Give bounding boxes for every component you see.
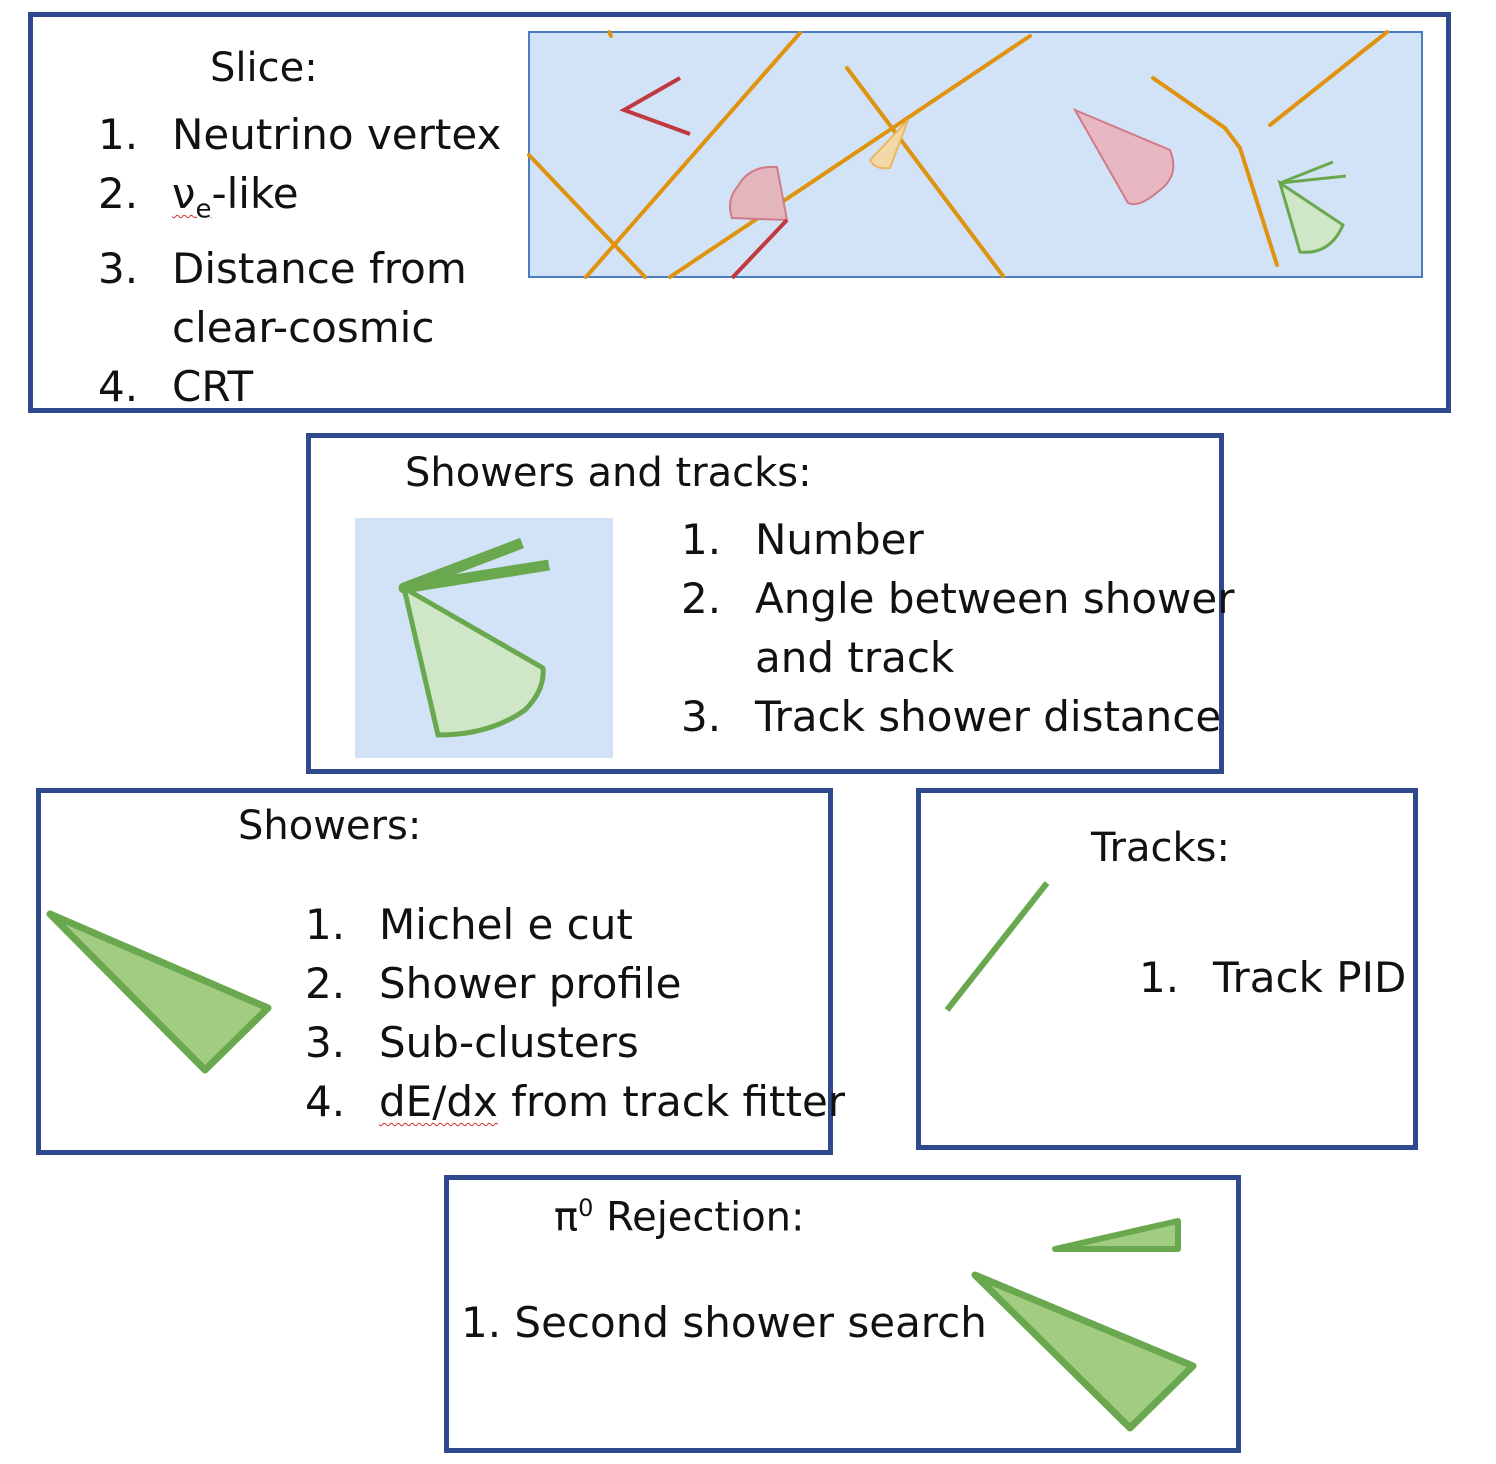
item-text: Shower profile [379,959,682,1008]
list-item: 2. Angle between shower and track [681,569,1235,687]
shower-triangle [46,910,272,1074]
item-number: 4. [305,1077,346,1126]
list-item: 3. Distance from clear-cosmic [98,239,501,357]
cosmic-track [584,31,802,279]
item-number: 1. [681,515,722,564]
item-text: Number [755,515,924,564]
list-item: 1. Michel e cut [305,895,845,954]
track-line [944,881,1050,1012]
slice-criteria-list: 1. Neutrino vertex 2. νe-like 3. Distanc… [98,105,501,416]
showers-tracks-list: 1. Number 2. Angle between shower and tr… [681,510,1235,746]
item-text: Sub-clusters [379,1018,639,1067]
cosmic-track [1268,30,1389,127]
item-text-continued: and track [755,633,955,682]
item-text: Distance from [172,244,467,294]
showers-tracks-title: Showers and tracks: [405,450,812,496]
list-item: 1. Number [681,510,1235,569]
list-item: 2. Shower profile [305,954,845,1013]
tracks-box: Tracks: 1. Track PID [916,788,1418,1150]
pi-symbol: π [554,1194,579,1241]
item-number: 1. [305,900,346,949]
list-item: 4. dE/dx from track fitter [305,1072,845,1131]
cosmic-track [527,153,647,279]
item-text: Track PID [1213,953,1407,1002]
pi0-item: 1. Second shower search [461,1298,987,1347]
tracks-title: Tracks: [1091,825,1230,871]
photon-shower-small [1052,1218,1181,1252]
item-text-rest: from track fitter [497,1077,846,1126]
pi0-title: π0 Rejection: [554,1194,805,1240]
item-text: Track shower distance [755,692,1222,741]
nue-candidate [1277,160,1347,254]
item-text-continued: clear-cosmic [172,303,435,353]
showers-title: Showers: [238,803,422,849]
pi-superscript: 0 [578,1194,594,1222]
short-track [619,76,691,136]
item-text: Angle between shower [755,574,1235,623]
item-number: 1. [1139,953,1180,1002]
nu-symbol: νe [172,169,212,225]
item-text: Neutrino vertex [172,110,502,159]
pi0-title-text: Rejection: [593,1194,805,1241]
shower-cone [401,585,546,738]
item-text: -like [211,169,299,218]
item-number: 1. [98,110,139,159]
list-item: 3. Sub-clusters [305,1013,845,1072]
list-item: 1. Track PID [1139,948,1406,1007]
item-number: 2. [98,169,139,218]
list-item: 3. Track shower distance [681,687,1235,746]
item-number: 2. [681,574,722,623]
cosmic-track [845,66,1005,278]
list-item: 1. Neutrino vertex [98,105,501,164]
item-text: dE/dx [379,1077,498,1126]
item-text: Michel e cut [379,900,633,949]
list-item: 4. CRT [98,357,501,416]
cosmic-track [1151,76,1279,267]
item-number: 3. [681,692,722,741]
item-number: 4. [98,362,139,412]
cosmic-track [668,34,1032,279]
cosmic-track [607,30,613,38]
short-track [730,218,789,280]
photon-shower-large [971,1271,1197,1432]
item-number: 3. [98,244,139,294]
item-number: 2. [305,959,346,1008]
showers-list: 1. Michel e cut 2. Shower profile 3. Sub… [305,895,845,1131]
electron-shower [1072,107,1175,206]
small-shower [868,119,909,170]
slice-title: Slice: [210,45,318,91]
list-item: 2. νe-like [98,164,501,239]
item-text: CRT [172,362,254,412]
tracks-list: 1. Track PID [1139,948,1406,1007]
item-number: 3. [305,1018,346,1067]
